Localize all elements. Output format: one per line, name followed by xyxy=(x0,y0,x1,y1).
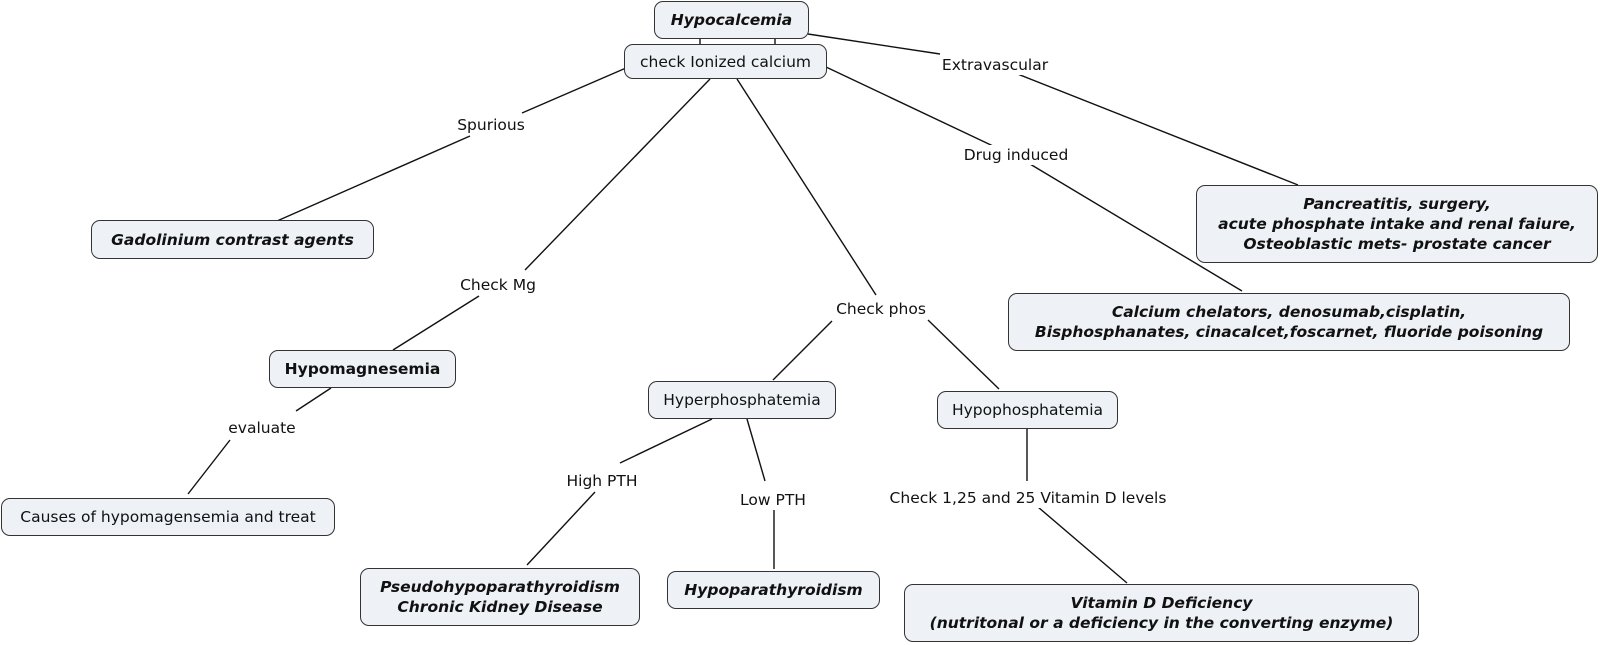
connector-highpth-pseudo xyxy=(526,491,596,566)
node-hyperphosphatemia-text: Hyperphosphatemia xyxy=(663,391,821,409)
connector-checkphos-hypophos xyxy=(927,319,1000,390)
connector-hypocalcemia-extravascular xyxy=(807,33,941,55)
connector-ionized-checkphos xyxy=(736,78,877,296)
node-drug-causes[interactable]: Calcium chelators, denosumab,cisplatin, … xyxy=(1008,293,1570,351)
connector-ionized-checkmg xyxy=(524,78,711,271)
node-extravascular-causes-line3: Osteoblastic mets- prostate cancer xyxy=(1243,235,1551,253)
node-check-ionized-calcium[interactable]: check Ionized calcium xyxy=(624,44,827,79)
node-gadolinium[interactable]: Gadolinium contrast agents xyxy=(91,220,374,259)
connector-drug-chelators xyxy=(1029,163,1243,292)
connector-checkmg-hypomag xyxy=(392,295,480,351)
connector-vitdcheck-vitd xyxy=(1037,506,1128,584)
connector-ionized-spurious xyxy=(521,67,627,114)
connector-evaluate-causes xyxy=(187,439,231,495)
node-hypomagnesemia[interactable]: Hypomagnesemia xyxy=(269,350,456,388)
connector-extravascular-causes xyxy=(1014,72,1299,186)
node-hyperphosphatemia[interactable]: Hyperphosphatemia xyxy=(648,381,836,419)
node-vitamin-d-deficiency-line2: (nutritonal or a deficiency in the conve… xyxy=(929,614,1394,632)
label-extravascular: Extravascular xyxy=(939,55,1051,75)
connector-hyperphos-lowpth xyxy=(746,418,766,482)
node-causes-hypomagnesemia[interactable]: Causes of hypomagensemia and treat xyxy=(1,498,335,536)
node-drug-causes-line2: Bisphosphanates, cinacalcet,foscarnet, f… xyxy=(1034,323,1544,341)
label-spurious: Spurious xyxy=(455,115,527,135)
node-gadolinium-text: Gadolinium contrast agents xyxy=(111,230,354,249)
node-vitamin-d-deficiency[interactable]: Vitamin D Deficiency (nutritonal or a de… xyxy=(904,584,1419,642)
node-hypophosphatemia[interactable]: Hypophosphatemia xyxy=(937,391,1118,429)
node-extravascular-causes-line1: Pancreatitis, surgery, xyxy=(1303,195,1491,213)
node-causes-hypomagnesemia-text: Causes of hypomagensemia and treat xyxy=(20,508,316,526)
connector-hyperphos-highpth xyxy=(619,418,713,464)
label-evaluate: evaluate xyxy=(226,418,298,438)
node-vitamin-d-deficiency-line1: Vitamin D Deficiency xyxy=(1070,594,1253,612)
label-check-mg: Check Mg xyxy=(458,275,538,295)
node-hypocalcemia[interactable]: Hypocalcemia xyxy=(654,1,809,39)
node-hypophosphatemia-text: Hypophosphatemia xyxy=(951,401,1104,419)
connector-ionized-drug xyxy=(825,66,994,147)
label-drug-induced: Drug induced xyxy=(961,145,1071,165)
node-pseudohypoparathyroidism-line2: Chronic Kidney Disease xyxy=(397,598,603,616)
node-check-ionized-calcium-text: check Ionized calcium xyxy=(639,52,811,71)
connector-hypomag-evaluate xyxy=(295,387,332,412)
connector-spurious-gadolinium xyxy=(276,135,471,222)
label-high-pth: High PTH xyxy=(564,471,640,491)
node-pseudohypoparathyroidism[interactable]: Pseudohypoparathyroidism Chronic Kidney … xyxy=(360,568,640,626)
label-low-pth: Low PTH xyxy=(738,490,808,510)
node-hypoparathyroidism-text: Hypoparathyroidism xyxy=(684,581,863,599)
node-hypoparathyroidism[interactable]: Hypoparathyroidism xyxy=(667,571,880,609)
node-drug-causes-line1: Calcium chelators, denosumab,cisplatin, xyxy=(1111,303,1467,321)
connector-checkphos-hyperphos xyxy=(772,320,833,381)
label-check-phos: Check phos xyxy=(834,299,928,319)
node-extravascular-causes[interactable]: Pancreatitis, surgery, acute phosphate i… xyxy=(1196,185,1598,263)
node-hypomagnesemia-text: Hypomagnesemia xyxy=(284,360,441,378)
node-pseudohypoparathyroidism-line1: Pseudohypoparathyroidism xyxy=(380,578,620,596)
node-hypocalcemia-text: Hypocalcemia xyxy=(670,11,793,29)
label-check-vitd: Check 1,25 and 25 Vitamin D levels xyxy=(887,488,1169,508)
node-extravascular-causes-line2: acute phosphate intake and renal faiure, xyxy=(1218,215,1576,233)
